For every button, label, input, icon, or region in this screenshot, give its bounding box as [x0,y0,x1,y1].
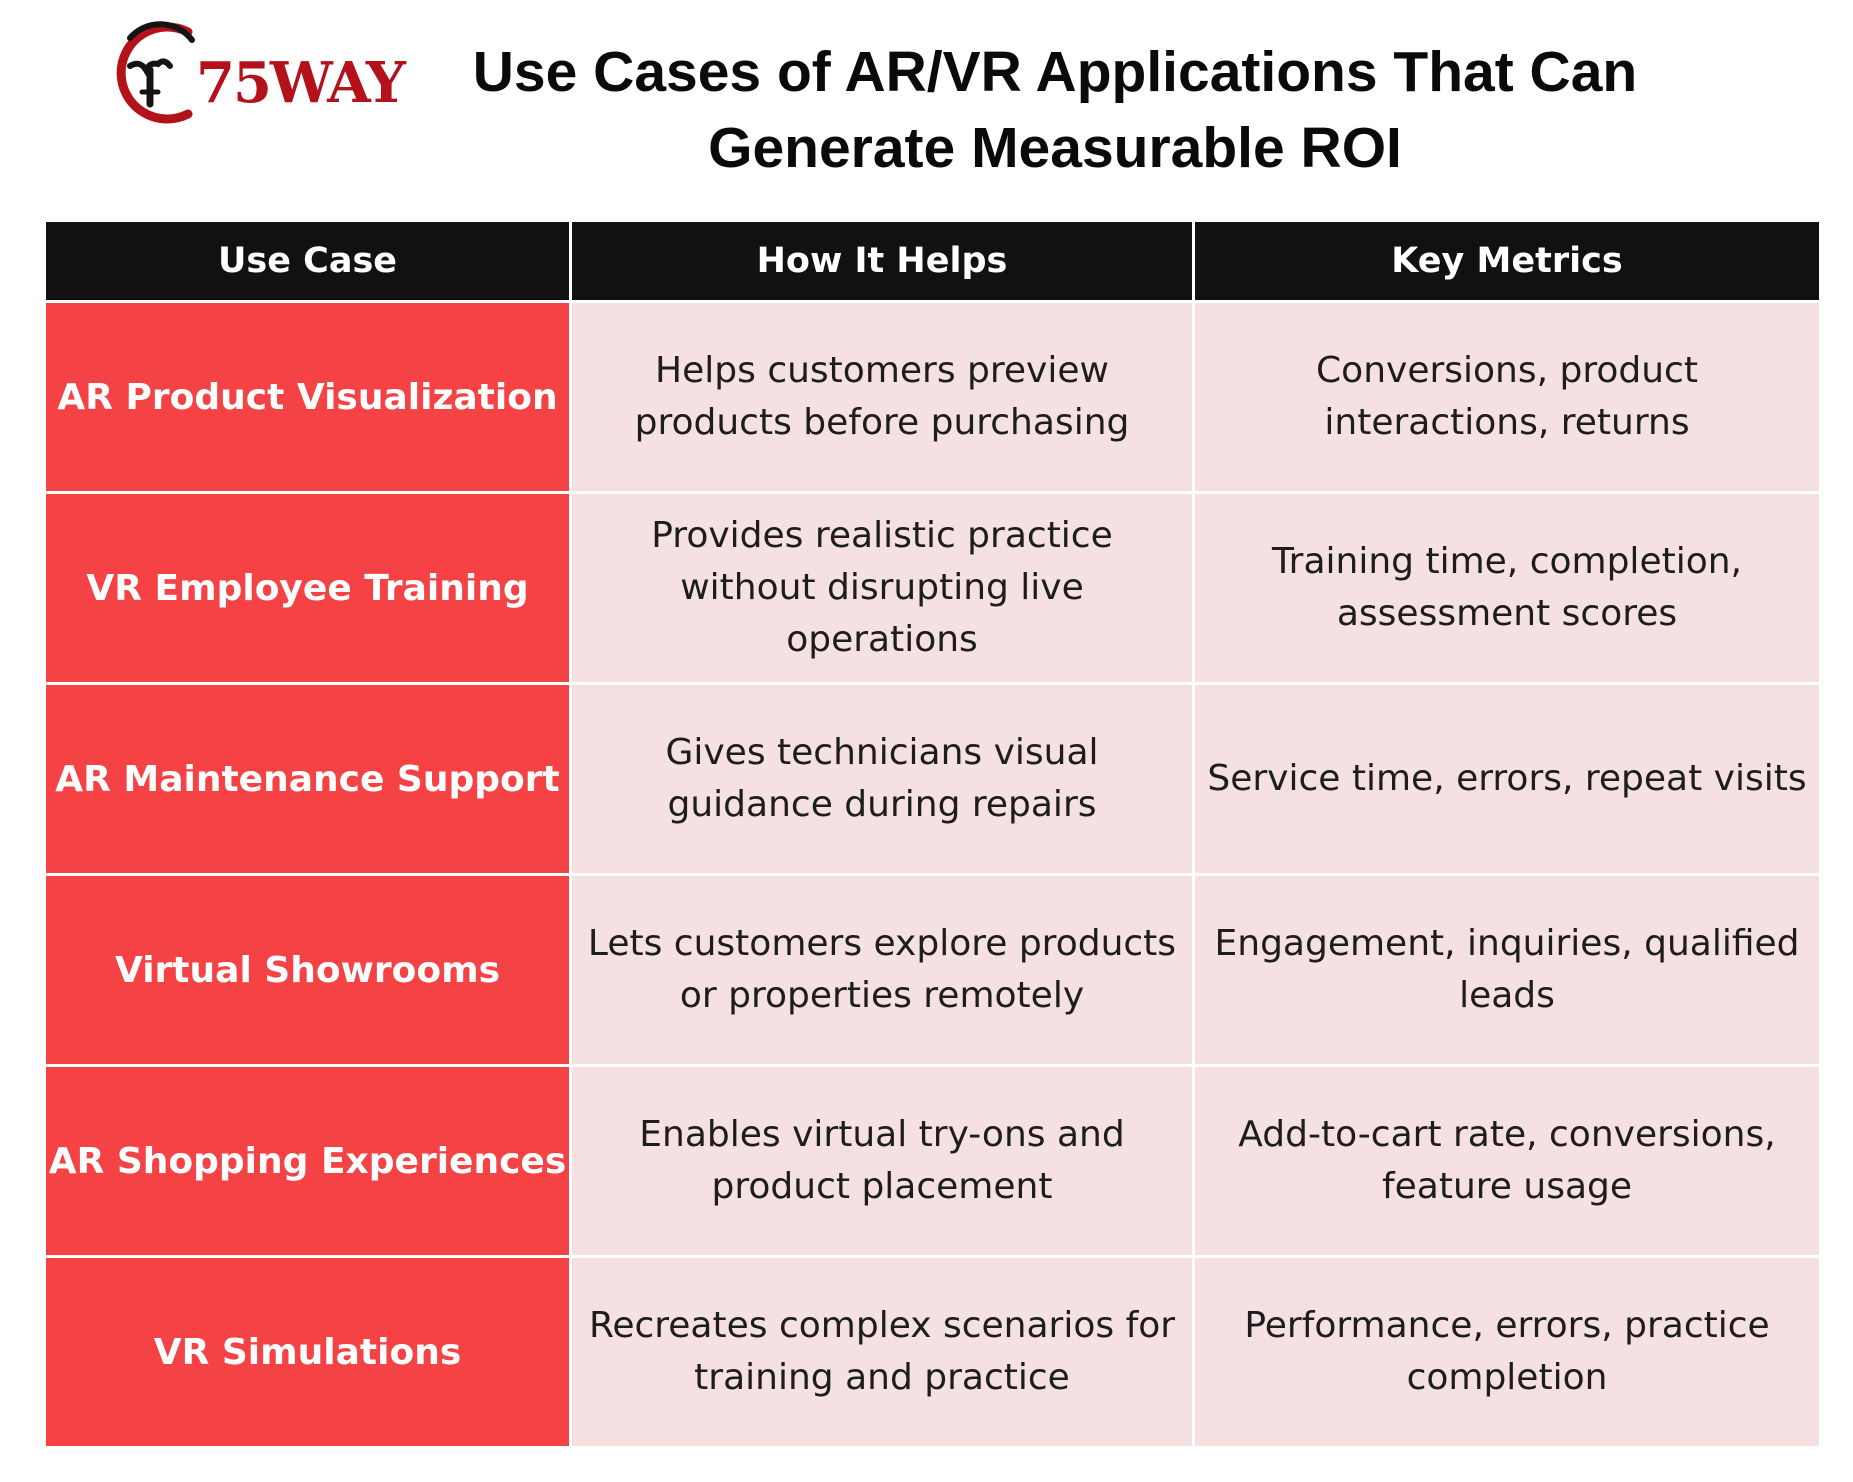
use-case-cell: AR Shopping Experiences [46,1067,569,1255]
column-header-how-it-helps: How It Helps [572,222,1192,300]
key-metrics-cell: Training time, completion, assessment sc… [1195,494,1819,682]
how-it-helps-cell: Recreates complex scenarios for training… [572,1258,1192,1446]
key-metrics-cell: Conversions, product interactions, retur… [1195,303,1819,491]
how-it-helps-cell: Gives technicians visual guidance during… [572,685,1192,873]
page-header: 75WAY Use Cases of AR/VR Applications Th… [0,0,1853,210]
column-header-use-case: Use Case [46,222,569,300]
use-case-cell: AR Product Visualization [46,303,569,491]
use-case-cell: AR Maintenance Support [46,685,569,873]
use-case-cell: Virtual Showrooms [46,876,569,1064]
how-it-helps-cell: Enables virtual try-ons and product plac… [572,1067,1192,1255]
use-case-cell: VR Employee Training [46,494,569,682]
how-it-helps-cell: Helps customers preview products before … [572,303,1192,491]
key-metrics-cell: Engagement, inquiries, qualified leads [1195,876,1819,1064]
key-metrics-cell: Add-to-cart rate, conversions, feature u… [1195,1067,1819,1255]
how-it-helps-cell: Provides realistic practice without disr… [572,494,1192,682]
how-it-helps-cell: Lets customers explore products or prope… [572,876,1192,1064]
column-header-key-metrics: Key Metrics [1195,222,1819,300]
key-metrics-cell: Service time, errors, repeat visits [1195,685,1819,873]
use-case-cell: VR Simulations [46,1258,569,1446]
title-line-2: Generate Measurable ROI [708,116,1402,180]
roi-use-case-table: Use Case How It Helps Key Metrics AR Pro… [46,222,1819,1446]
page-title: Use Cases of AR/VR Applications That Can… [440,34,1670,186]
brand-logo: 75WAY [100,18,420,138]
logo-wordmark: 75WAY [196,50,406,116]
title-line-1: Use Cases of AR/VR Applications That Can [472,40,1638,104]
logo-emblem-icon [116,21,195,124]
key-metrics-cell: Performance, errors, practice completion [1195,1258,1819,1446]
